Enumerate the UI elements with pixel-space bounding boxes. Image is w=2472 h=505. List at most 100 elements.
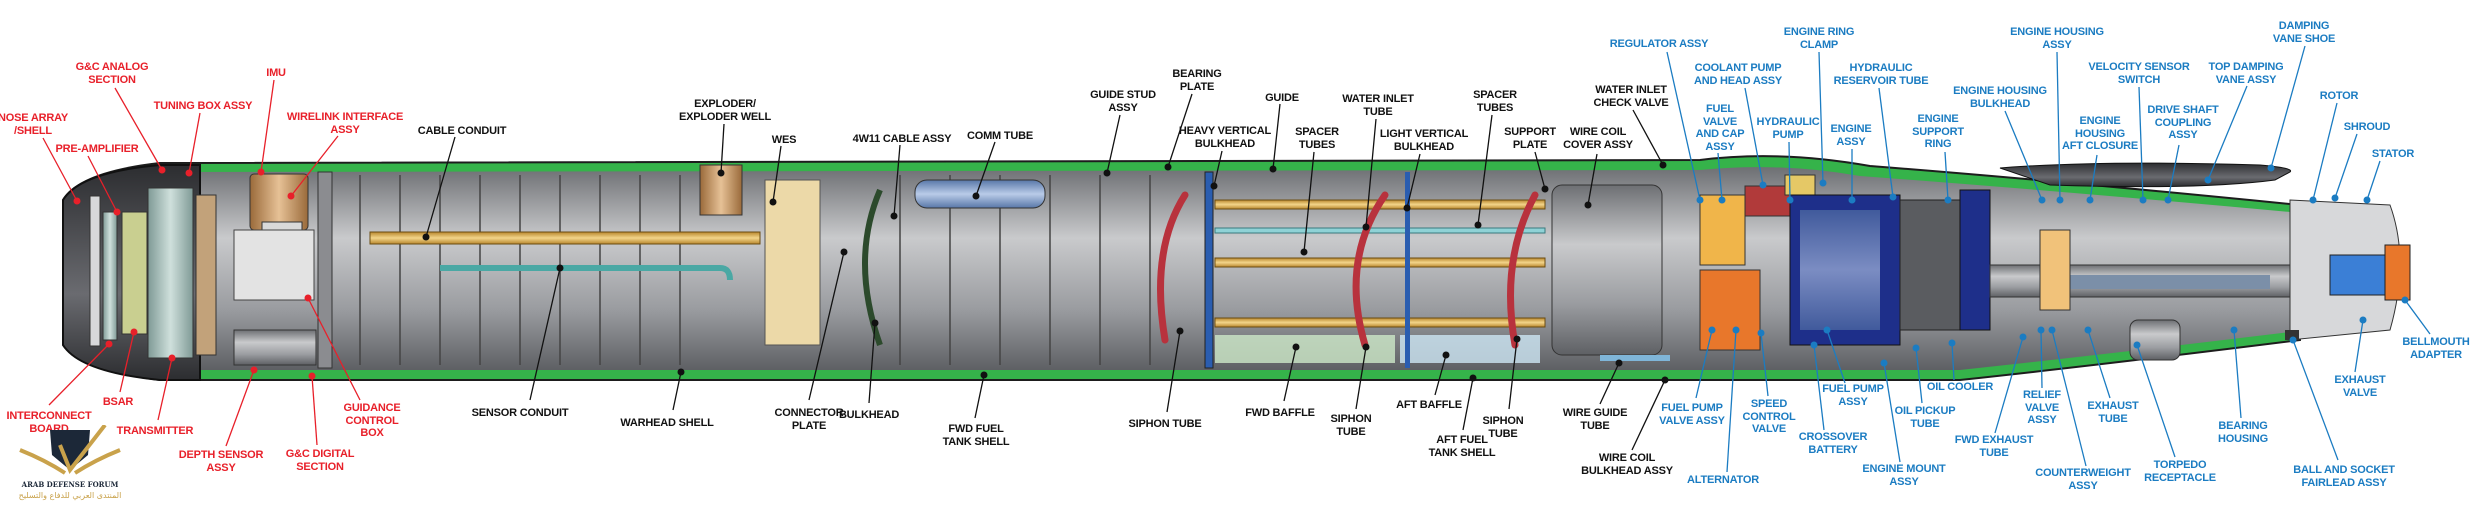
leader-line-engine-housing-assy xyxy=(2056,51,2061,201)
leader-line-cable-conduit xyxy=(425,136,456,238)
leader-line-velocity-sensor-switch xyxy=(2138,86,2144,201)
leader-line-spacer-tubes-2 xyxy=(1477,114,1493,226)
leader-dot-comm-tube xyxy=(972,192,980,200)
leader-dot-engine-housing-aft-closure xyxy=(2086,196,2094,204)
leader-dot-aft-fuel-tank-shell xyxy=(1469,374,1477,382)
label-guide: GUIDE xyxy=(1265,92,1299,104)
label-sensor-conduit: SENSOR CONDUIT xyxy=(471,407,569,419)
leader-dot-torpedo-receptacle xyxy=(2133,341,2141,349)
leader-line-guide-stud-assy xyxy=(1106,114,1121,174)
leader-line-bearing-plate xyxy=(1167,93,1193,168)
label-gc-analog-section: G&C ANALOG SECTION xyxy=(75,61,149,86)
leader-dot-aft-baffle xyxy=(1442,351,1450,359)
leader-dot-cable-assy-4w11 xyxy=(890,212,898,220)
label-bearing-housing: BEARING HOUSING xyxy=(2218,420,2268,445)
leader-dot-fwd-fuel-tank-shell xyxy=(980,371,988,379)
leader-line-wes xyxy=(772,145,782,203)
leader-line-oil-pickup-tube xyxy=(1915,347,1923,404)
leader-dot-siphon-tube-3 xyxy=(1513,335,1521,343)
label-guidance-control-box: GUIDANCE CONTROL BOX xyxy=(343,402,401,439)
label-interconnect-board: INTERCONNECT BOARD xyxy=(6,410,92,435)
leader-line-counterweight-assy xyxy=(2051,329,2087,467)
label-heavy-vertical-bulkhead: HEAVY VERTICAL BULKHEAD xyxy=(1178,125,1272,150)
leader-dot-siphon-tube-2 xyxy=(1362,343,1370,351)
label-damping-vane-shoe: DAMPING VANE SHOE xyxy=(2272,20,2336,45)
leader-line-warhead-shell xyxy=(672,371,682,411)
label-transmitter: TRANSMITTER xyxy=(116,425,194,437)
label-wire-guide-tube: WIRE GUIDE TUBE xyxy=(1562,407,1628,432)
label-siphon-tube-3: SIPHON TUBE xyxy=(1482,415,1524,440)
label-connector-plate: CONNECTOR PLATE xyxy=(774,407,844,432)
leader-line-gc-analog-section xyxy=(114,87,163,171)
leader-dot-support-plate xyxy=(1541,185,1549,193)
leader-line-bsar xyxy=(119,331,135,393)
leader-line-guide xyxy=(1272,103,1281,170)
leader-dot-siphon-tube-1 xyxy=(1176,327,1184,335)
label-warhead-shell: WARHEAD SHELL xyxy=(620,417,714,429)
label-fwd-baffle: FWD BAFFLE xyxy=(1245,407,1315,419)
label-aft-fuel-tank-shell: AFT FUEL TANK SHELL xyxy=(1428,434,1496,459)
leader-line-alternator xyxy=(1726,329,1737,473)
label-gc-digital-section: G&C DIGITAL SECTION xyxy=(285,448,355,473)
leader-dot-shroud xyxy=(2331,194,2339,202)
label-hydraulic-pump: HYDRAULIC PUMP xyxy=(1756,116,1820,141)
leader-dot-engine-support-ring xyxy=(1944,196,1952,204)
leader-dot-wes xyxy=(769,198,777,206)
label-drive-shaft-coupling-assy: DRIVE SHAFT COUPLING ASSY xyxy=(2147,104,2219,141)
leader-dot-coolant-pump xyxy=(1759,181,1767,189)
label-speed-control-valve: SPEED CONTROL VALVE xyxy=(1742,398,1796,435)
leader-dot-oil-pickup-tube xyxy=(1912,344,1920,352)
wes-block xyxy=(764,179,821,346)
label-top-damping-vane-assy: TOP DAMPING VANE ASSY xyxy=(2208,61,2284,86)
leader-line-cable-assy-4w11 xyxy=(893,144,901,217)
leader-dot-guide-stud-assy xyxy=(1103,169,1111,177)
label-velocity-sensor-switch: VELOCITY SENSOR SWITCH xyxy=(2088,61,2190,86)
label-stator: STATOR xyxy=(2371,148,2415,160)
label-cable-assy-4w11: 4W11 CABLE ASSY xyxy=(852,133,952,145)
leader-dot-wire-guide-tube xyxy=(1615,359,1623,367)
label-relief-valve-assy: RELIEF VALVE ASSY xyxy=(2023,389,2061,426)
leader-dot-water-inlet-check-valve xyxy=(1659,161,1667,169)
leader-dot-fuel-pump-assy xyxy=(1823,326,1831,334)
leader-line-crossover-battery xyxy=(1813,344,1825,431)
leader-line-light-vertical-bulkhead xyxy=(1406,153,1421,209)
leader-dot-hydraulic-pump xyxy=(1786,196,1794,204)
leader-line-exhaust-valve xyxy=(2354,319,2364,373)
leader-line-fuel-pump-valve-assy xyxy=(1695,329,1713,399)
label-light-vertical-bulkhead: LIGHT VERTICAL BULKHEAD xyxy=(1379,128,1469,153)
leader-line-sensor-conduit xyxy=(529,267,561,401)
siphon-tubes xyxy=(1157,191,1539,349)
heavy-vertical-bulkhead xyxy=(1204,171,1214,369)
watermark-logo: ARAB DEFENSE FORUM المنتدى العربي للدفاع… xyxy=(10,423,130,505)
leader-line-pre-amplifier xyxy=(87,155,118,213)
label-exhaust-valve: EXHAUST VALVE xyxy=(2334,374,2386,399)
leader-dot-depth-sensor-assy xyxy=(250,366,258,374)
leader-dot-velocity-sensor-switch xyxy=(2139,196,2147,204)
leader-dot-interconnect-board xyxy=(105,340,113,348)
label-engine-support-ring: ENGINE SUPPORT RING xyxy=(1912,113,1964,150)
leader-dot-transmitter xyxy=(168,354,176,362)
leader-dot-stator xyxy=(2363,196,2371,204)
label-fwd-fuel-tank-shell: FWD FUEL TANK SHELL xyxy=(942,423,1010,448)
leader-dot-fuel-pump-valve-assy xyxy=(1708,326,1716,334)
label-bsar: BSAR xyxy=(102,396,134,408)
leader-dot-pre-amplifier xyxy=(113,208,121,216)
leader-dot-engine-ring-clamp xyxy=(1819,179,1827,187)
leader-dot-exploder-well xyxy=(717,169,725,177)
leader-line-bulkhead xyxy=(868,322,876,404)
leader-line-engine-housing-bulkhead xyxy=(2004,110,2043,201)
leader-line-engine-mount-assy xyxy=(1883,362,1901,463)
leader-line-hydraulic-pump xyxy=(1788,141,1791,201)
logo-title: ARAB DEFENSE FORUM xyxy=(21,480,119,489)
leader-line-wire-coil-bulkhead-assy xyxy=(1631,379,1666,451)
label-nose-array-shell: NOSE ARRAY /SHELL xyxy=(0,112,68,137)
leader-dot-damping-vane-shoe xyxy=(2267,164,2275,172)
label-support-plate: SUPPORT PLATE xyxy=(1504,126,1556,151)
leader-dot-wirelink-interface-assy xyxy=(287,192,295,200)
label-engine-ring-clamp: ENGINE RING CLAMP xyxy=(1783,26,1855,51)
label-engine-housing-assy: ENGINE HOUSING ASSY xyxy=(2010,26,2104,51)
forum-emblem-icon xyxy=(19,423,121,475)
label-pre-amplifier: PRE-AMPLIFIER xyxy=(55,143,139,155)
stator xyxy=(2329,254,2391,296)
